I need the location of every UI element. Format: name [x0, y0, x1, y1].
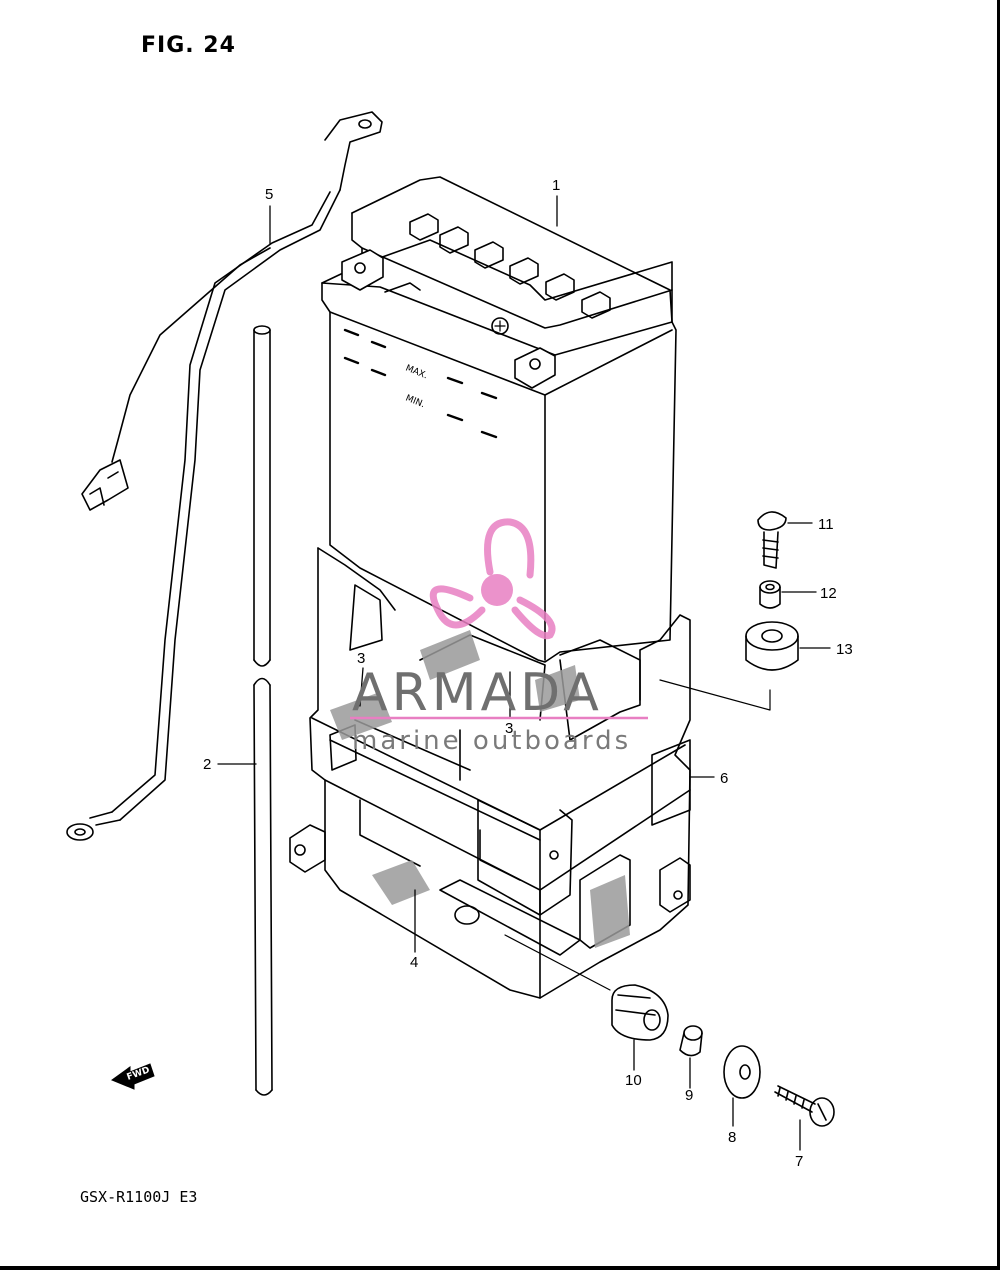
- grommet-13: [745, 621, 799, 671]
- callout-3a: 3: [357, 650, 365, 667]
- callout-7: 7: [795, 1153, 803, 1170]
- collar-9: [679, 1025, 703, 1057]
- fwd-arrow: FWD: [110, 1063, 155, 1090]
- callout-11: 11: [818, 516, 834, 533]
- battery-holder: [289, 547, 691, 999]
- callout-2: 2: [203, 756, 211, 773]
- callout-12: 12: [820, 585, 837, 602]
- propeller-logo-icon: [429, 518, 556, 640]
- frame-border-bottom: [0, 1266, 1000, 1270]
- callout-8: 8: [728, 1129, 736, 1146]
- callout-9: 9: [685, 1087, 693, 1104]
- frame-border-right: [997, 0, 1000, 1270]
- washer-8: [723, 1045, 761, 1099]
- callout-6: 6: [720, 770, 728, 787]
- callout-1: 1: [552, 177, 560, 194]
- battery-cable: [66, 111, 383, 841]
- callout-numbers: 1 2 3 3 4 5 6 7 8 9 10 11 12 13: [203, 177, 853, 1170]
- screw-11: [757, 511, 787, 569]
- callout-10: 10: [625, 1072, 642, 1089]
- grommet-10: [611, 984, 669, 1041]
- breather-tube: [253, 325, 273, 1096]
- rubber-pads: [330, 630, 630, 948]
- figure-title: FIG. 24: [141, 33, 236, 58]
- watermark-brand: ARMADA: [352, 663, 603, 723]
- callout-5: 5: [265, 186, 273, 203]
- bolt-7: [774, 1085, 835, 1127]
- watermark: ARMADA marine outboards: [350, 518, 648, 756]
- battery: [321, 176, 677, 663]
- callout-3b: 3: [505, 720, 513, 737]
- forward-arrow-icon: [110, 1063, 155, 1090]
- collar-12: [759, 580, 781, 609]
- model-code: GSX-R1100J E3: [80, 1188, 198, 1206]
- callout-13: 13: [836, 641, 853, 658]
- callout-4: 4: [410, 954, 418, 971]
- watermark-tagline: marine outboards: [352, 726, 631, 756]
- callout-leaders: [217, 195, 831, 1151]
